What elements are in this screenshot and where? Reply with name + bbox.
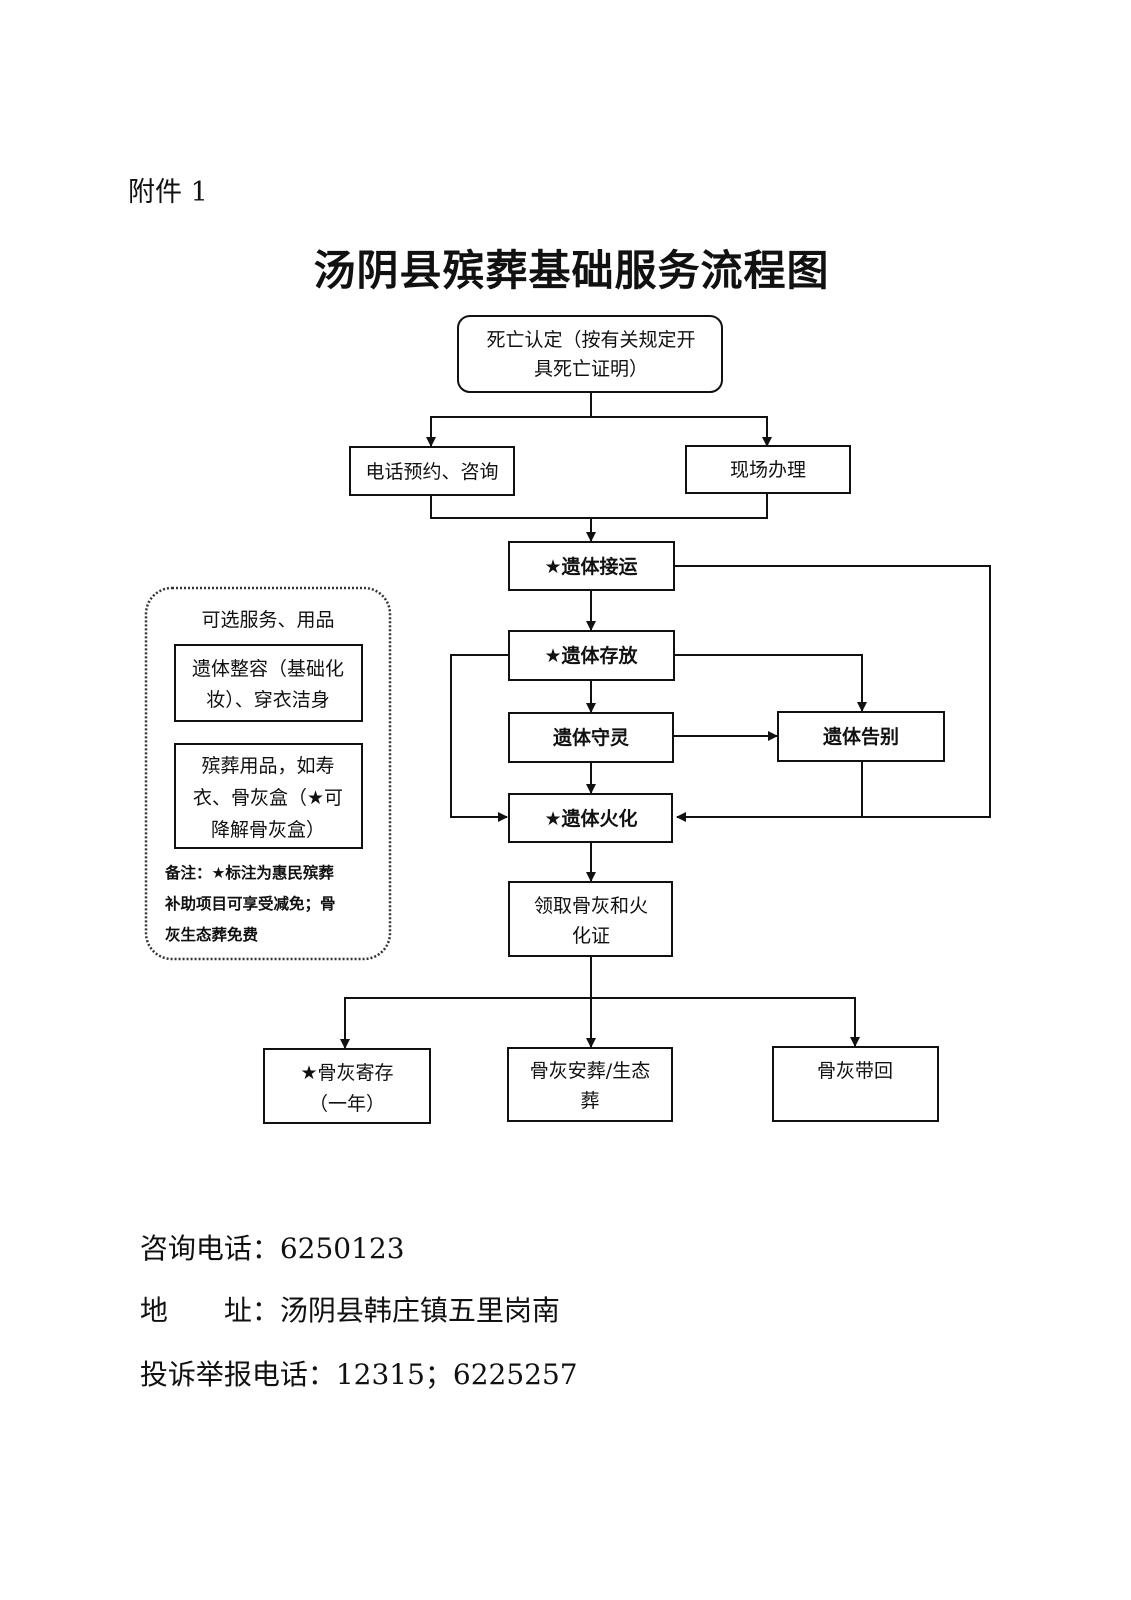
consult-phone-value: 6250123 bbox=[279, 1232, 405, 1265]
node-farewell-label: 遗体告别 bbox=[822, 725, 899, 748]
edge-booking-merge bbox=[430, 493, 768, 519]
node-vigil-label: 遗体守灵 bbox=[552, 726, 630, 749]
complaint-phone-value: 12315；6225257 bbox=[335, 1358, 578, 1391]
edge-death-to-onsite bbox=[591, 416, 772, 447]
node-onsite: 现场办理 bbox=[685, 445, 851, 494]
address-label: 地 址： bbox=[139, 1294, 280, 1327]
node-storage: ★遗体存放 bbox=[508, 630, 675, 681]
complaint-phone-label: 投诉举报电话： bbox=[139, 1358, 336, 1391]
optional-item-1-line2: 妆）、穿衣洁身 bbox=[206, 689, 330, 711]
optional-services-panel: 可选服务、用品 遗体整容（基础化 妆）、穿衣洁身 殡葬用品，如寿 衣、骨灰盒（★… bbox=[144, 586, 392, 961]
address-value: 汤阴县韩庄镇五里岗南 bbox=[279, 1294, 560, 1327]
connectors bbox=[340, 391, 991, 1049]
node-farewell: 遗体告别 bbox=[777, 711, 945, 762]
consult-phone-row: 咨询电话：6250123 bbox=[122, 1194, 405, 1267]
optional-panel-heading: 可选服务、用品 bbox=[201, 609, 334, 631]
page-title: 汤阴县殡葬基础服务流程图 bbox=[313, 246, 830, 295]
complaint-phone-row: 投诉举报电话：12315；6225257 bbox=[122, 1320, 578, 1393]
node-collect-ashes-line2: 化证 bbox=[572, 925, 610, 947]
edge-transport-to-cremation bbox=[674, 565, 991, 822]
panel-note-line1: 备注：★标注为惠民殡葬 bbox=[164, 863, 334, 882]
node-death-confirm-line2: 具死亡证明） bbox=[534, 358, 648, 380]
node-transport-label: ★遗体接运 bbox=[544, 555, 637, 578]
node-onsite-label: 现场办理 bbox=[730, 459, 806, 481]
panel-note-line2: 补助项目可享受减免；骨 bbox=[164, 894, 336, 913]
node-death-confirm-line1: 死亡认定（按有关规定开 bbox=[486, 329, 695, 351]
panel-note-line3: 灰生态葬免费 bbox=[165, 925, 259, 944]
edge-death-to-phone bbox=[426, 391, 592, 447]
node-transport: ★遗体接运 bbox=[508, 541, 675, 591]
node-ash-burial-line1: 骨灰安葬/生态 bbox=[530, 1060, 650, 1082]
edge-collect-to-takehome bbox=[591, 997, 860, 1047]
node-ash-takehome-label: 骨灰带回 bbox=[817, 1060, 893, 1082]
node-ash-burial-line2: 葬 bbox=[580, 1090, 599, 1112]
edge-storage-to-farewell bbox=[674, 654, 867, 712]
node-ash-storage: ★骨灰寄存 （一年） bbox=[263, 1048, 431, 1124]
node-ash-storage-line1: ★骨灰寄存 bbox=[300, 1062, 393, 1084]
node-collect-ashes-line1: 领取骨灰和火 bbox=[534, 895, 648, 917]
edge-storage-to-cremation bbox=[450, 654, 509, 822]
edge-collect-to-storage bbox=[340, 997, 591, 1049]
node-phone-booking-label: 电话预约、咨询 bbox=[365, 461, 498, 483]
node-cremation: ★遗体火化 bbox=[508, 793, 673, 843]
optional-item-1-line1: 遗体整容（基础化 bbox=[192, 658, 344, 680]
node-cremation-label: ★遗体火化 bbox=[544, 807, 637, 830]
attachment-label: 附件 1 bbox=[128, 177, 208, 208]
optional-item-2-line3: 降解骨灰盒） bbox=[211, 819, 325, 841]
node-ash-takehome: 骨灰带回 bbox=[772, 1046, 939, 1122]
node-collect-ashes: 领取骨灰和火 化证 bbox=[508, 881, 673, 957]
consult-phone-label: 咨询电话： bbox=[139, 1232, 280, 1265]
node-storage-label: ★遗体存放 bbox=[544, 644, 638, 667]
optional-item-2-line2: 衣、骨灰盒（★可 bbox=[193, 787, 343, 809]
node-ash-burial: 骨灰安葬/生态 葬 bbox=[507, 1047, 673, 1122]
address-row: 地 址：汤阴县韩庄镇五里岗南 bbox=[122, 1256, 560, 1329]
node-ash-storage-line2: （一年） bbox=[309, 1093, 385, 1115]
node-death-confirm: 死亡认定（按有关规定开 具死亡证明） bbox=[457, 315, 723, 393]
node-phone-booking: 电话预约、咨询 bbox=[349, 446, 515, 496]
node-vigil: 遗体守灵 bbox=[508, 712, 674, 763]
optional-item-2-line1: 殡葬用品，如寿 bbox=[201, 755, 334, 777]
